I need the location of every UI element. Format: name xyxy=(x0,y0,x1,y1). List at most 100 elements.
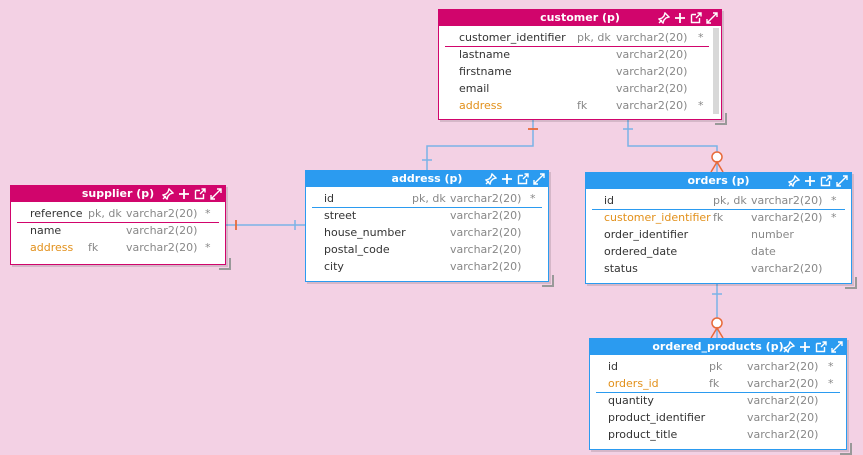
entity-title: address (p) xyxy=(391,172,463,185)
resize-handle[interactable] xyxy=(542,275,554,287)
expand-icon[interactable] xyxy=(533,173,545,185)
open-external-icon[interactable] xyxy=(815,341,827,353)
attribute-name: id xyxy=(608,360,619,373)
attribute-required: * xyxy=(831,211,837,224)
primary-key-separator xyxy=(17,222,219,223)
attribute-required: * xyxy=(205,241,211,254)
resize-handle[interactable] xyxy=(840,443,852,455)
attribute-name: quantity xyxy=(608,394,654,407)
optional-marker xyxy=(711,151,723,163)
attribute-key: fk xyxy=(709,377,720,390)
entity-header[interactable]: address (p) xyxy=(306,171,548,187)
open-external-icon[interactable] xyxy=(820,175,832,187)
entity-title: orders (p) xyxy=(687,174,750,187)
open-external-icon[interactable] xyxy=(690,12,702,24)
attribute-name: customer_identifier xyxy=(459,31,566,44)
attribute-type: varchar2(20) xyxy=(126,241,198,254)
expand-icon[interactable] xyxy=(210,188,222,200)
attribute-type: varchar2(20) xyxy=(747,394,819,407)
attribute-required: * xyxy=(530,192,536,205)
entity-title: ordered_products (p) xyxy=(652,340,784,353)
plus-icon[interactable] xyxy=(178,188,190,200)
attribute-key: fk xyxy=(577,99,588,112)
attribute-name: email xyxy=(459,82,490,95)
attribute-row[interactable]: quantity varchar2(20) xyxy=(590,392,846,409)
pin-icon[interactable] xyxy=(787,174,801,188)
attribute-type: varchar2(20) xyxy=(126,224,198,237)
entity-header[interactable]: ordered_products (p) xyxy=(590,339,846,355)
relationship-customer-orders xyxy=(627,120,718,172)
attribute-name: order_identifier xyxy=(604,228,689,241)
plus-icon[interactable] xyxy=(804,175,816,187)
attribute-type: varchar2(20) xyxy=(747,428,819,441)
attribute-type: varchar2(20) xyxy=(751,211,823,224)
optional-marker xyxy=(711,317,723,329)
entity-header[interactable]: orders (p) xyxy=(586,173,851,189)
attribute-key: pk xyxy=(709,360,723,373)
expand-icon[interactable] xyxy=(836,175,848,187)
open-external-icon[interactable] xyxy=(517,173,529,185)
attribute-type: varchar2(20) xyxy=(747,377,819,390)
primary-key-separator xyxy=(592,209,845,210)
header-icons xyxy=(657,10,718,26)
attribute-required: * xyxy=(698,31,704,44)
attribute-name: address xyxy=(30,241,74,254)
attribute-key: pk, dk xyxy=(88,207,122,220)
attribute-type: varchar2(20) xyxy=(450,243,522,256)
plus-icon[interactable] xyxy=(799,341,811,353)
expand-icon[interactable] xyxy=(706,12,718,24)
relationship-customer-address xyxy=(426,120,534,170)
open-external-icon[interactable] xyxy=(194,188,206,200)
entity-header[interactable]: supplier (p) xyxy=(11,186,225,202)
resize-handle[interactable] xyxy=(219,258,231,270)
pin-icon[interactable] xyxy=(782,340,796,354)
pin-icon[interactable] xyxy=(484,172,498,186)
resize-handle[interactable] xyxy=(715,113,727,125)
attribute-name: product_identifier xyxy=(608,411,706,424)
attribute-type: varchar2(20) xyxy=(616,99,688,112)
pin-icon[interactable] xyxy=(161,187,175,201)
pin-icon[interactable] xyxy=(657,11,671,25)
attribute-required: * xyxy=(828,360,834,373)
entity-header[interactable]: customer (p) xyxy=(439,10,721,26)
attribute-name: id xyxy=(324,192,335,205)
attribute-key: fk xyxy=(713,211,724,224)
attribute-type: varchar2(20) xyxy=(450,209,522,222)
attribute-name: id xyxy=(604,194,615,207)
plus-icon[interactable] xyxy=(501,173,513,185)
resize-handle[interactable] xyxy=(845,277,857,289)
plus-icon[interactable] xyxy=(674,12,686,24)
attribute-name: address xyxy=(459,99,503,112)
scrollbar[interactable] xyxy=(713,28,719,114)
expand-icon[interactable] xyxy=(831,341,843,353)
attribute-type: varchar2(20) xyxy=(616,48,688,61)
